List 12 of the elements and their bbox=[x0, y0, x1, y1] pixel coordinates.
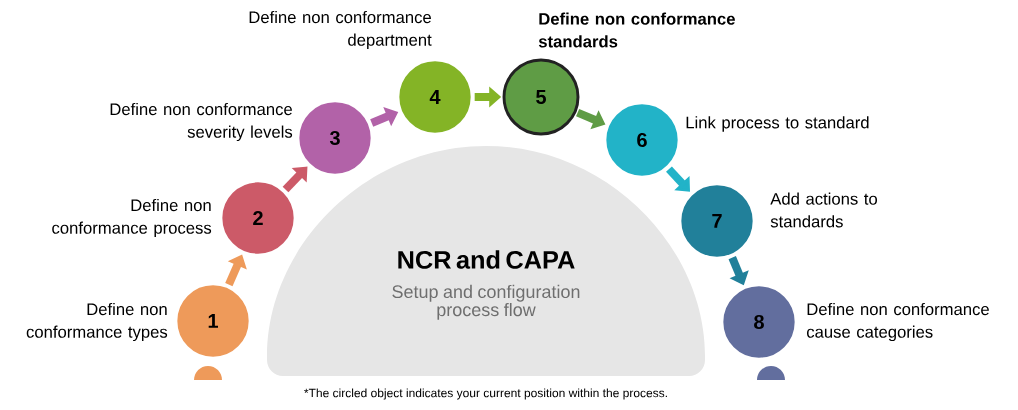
step-label: Define non conformance severity levels bbox=[110, 102, 293, 142]
step-label: Define non conformance standards bbox=[538, 12, 735, 48]
step-label: Define non conformance cause categories bbox=[807, 302, 989, 342]
step-label: Define non conformance department bbox=[249, 10, 432, 50]
step-label: Link process to standard bbox=[686, 116, 869, 132]
caption: *The circled object indicates your current position within the process. bbox=[304, 388, 667, 400]
step-label: Define non conformance process bbox=[52, 198, 212, 238]
chevron-arrow bbox=[666, 166, 690, 192]
step-label: Add actions to standards bbox=[770, 192, 877, 228]
step-label: Define non conformance types bbox=[26, 302, 168, 342]
chevron-arrow bbox=[282, 166, 308, 193]
center-panel: NCR and CAPA Setup and configuration process flow bbox=[267, 146, 705, 388]
